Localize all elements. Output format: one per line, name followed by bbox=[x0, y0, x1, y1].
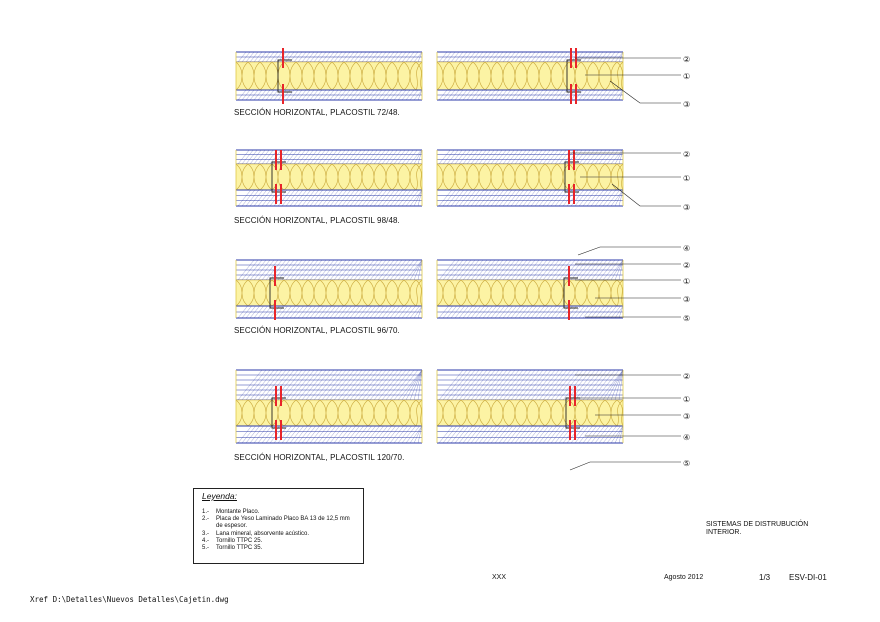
insulation-pattern bbox=[436, 279, 624, 307]
callout-number: ④ bbox=[683, 433, 690, 442]
section-caption-3: SECCIÓN HORIZONTAL, PLACOSTIL 96/70. bbox=[234, 326, 400, 335]
insulation-pattern bbox=[235, 279, 423, 307]
callout-leader bbox=[569, 461, 681, 471]
board-hatch bbox=[438, 425, 624, 444]
section-caption-1: SECCIÓN HORIZONTAL, PLACOSTIL 72/48. bbox=[234, 108, 400, 117]
callout-number: ⑤ bbox=[683, 459, 690, 468]
board-hatch bbox=[438, 305, 624, 319]
board-hatch bbox=[237, 259, 423, 281]
legend-item-number: 4.- bbox=[202, 537, 210, 544]
title-block-date: Agosto 2012 bbox=[664, 574, 704, 581]
board-hatch bbox=[438, 89, 624, 101]
stud-profile bbox=[566, 59, 581, 93]
stud-profile bbox=[271, 161, 286, 193]
legend-item-number: 2.- bbox=[202, 516, 210, 523]
section-caption-2: SECCIÓN HORIZONTAL, PLACOSTIL 98/48. bbox=[234, 216, 400, 225]
title-block-code: XXX bbox=[492, 574, 507, 581]
callout-leader bbox=[611, 183, 681, 207]
callout-leader bbox=[609, 80, 681, 104]
callout-number: ② bbox=[683, 55, 690, 64]
section-caption-4: SECCIÓN HORIZONTAL, PLACOSTIL 120/70. bbox=[234, 453, 405, 462]
insulation-fill bbox=[236, 280, 422, 306]
insulation-pattern bbox=[235, 399, 423, 427]
title-block-system: SISTEMAS DE DISTRUBUCIÓN INTERIOR. bbox=[706, 521, 809, 536]
callout-number: ③ bbox=[683, 100, 690, 109]
board-hatch bbox=[237, 189, 423, 207]
insulation-pattern bbox=[235, 163, 423, 191]
board-hatch bbox=[438, 189, 624, 207]
stud-profile bbox=[564, 161, 579, 193]
stud-profile bbox=[277, 59, 292, 93]
callout-number: ① bbox=[683, 72, 690, 81]
legend-item: 3.- Lana mineral, absorvente acústico. bbox=[202, 531, 356, 538]
legend-item: 1.- Montante Placo. bbox=[202, 509, 356, 516]
callout-number: ② bbox=[683, 150, 690, 159]
stud-profile bbox=[269, 277, 284, 309]
insulation-fill bbox=[236, 62, 422, 90]
legend-item-text: Montante Placo. bbox=[216, 509, 260, 515]
xref-path: Xref D:\Detalles\Nuevos Detalles\Cajetin… bbox=[30, 595, 229, 604]
board-hatch bbox=[237, 149, 423, 165]
legend-item-text: Lana mineral, absorvente acústico. bbox=[216, 530, 310, 537]
legend-box: Leyenda: 1.- Montante Placo. 2.- Placa d… bbox=[193, 488, 364, 564]
insulation-fill bbox=[437, 280, 623, 306]
legend-list: 1.- Montante Placo. 2.- Placa de Yeso La… bbox=[202, 509, 356, 552]
board-hatch bbox=[237, 305, 423, 319]
legend-item: 2.- Placa de Yeso Laminado Placo BA 13 d… bbox=[202, 516, 356, 530]
title-block-drawing-id: ESV-DI-01 bbox=[789, 573, 827, 582]
legend-item-text: Tornillo TTPC 25. bbox=[216, 537, 263, 544]
legend-item-number: 1.- bbox=[202, 509, 210, 515]
insulation-fill bbox=[236, 400, 422, 426]
insulation-pattern bbox=[436, 399, 624, 427]
stud-profile bbox=[271, 397, 286, 429]
legend-title: Leyenda: bbox=[202, 491, 237, 501]
stud-profile bbox=[563, 277, 578, 309]
callout-number: ③ bbox=[683, 295, 690, 304]
callout-number: ③ bbox=[683, 412, 690, 421]
legend-item: 4.- Tornillo TTPC 25. bbox=[202, 538, 356, 545]
legend-item: 5.- Tornillo TTPC 35. bbox=[202, 545, 356, 552]
wall-sections bbox=[235, 48, 624, 444]
callouts: ② ① ③ ② ① ③ ④ ② ① ③ ⑤ ② ① ③ ④ ⑤ bbox=[569, 55, 690, 471]
insulation-fill bbox=[437, 62, 623, 90]
legend-item-number: 3.- bbox=[202, 530, 210, 537]
legend-item-text: Tornillo TTPC 35. bbox=[216, 545, 263, 552]
callout-number: ① bbox=[683, 277, 690, 286]
board-hatch bbox=[237, 425, 423, 444]
callout-number: ③ bbox=[683, 203, 690, 212]
legend-item-text: Placa de Yeso Laminado Placo BA 13 de 12… bbox=[216, 516, 350, 530]
board-hatch bbox=[237, 369, 423, 401]
board-hatch bbox=[438, 149, 624, 165]
callout-number: ① bbox=[683, 395, 690, 404]
callout-number: ② bbox=[683, 261, 690, 270]
board-hatch bbox=[438, 369, 624, 401]
board-hatch bbox=[438, 259, 624, 281]
insulation-fill bbox=[236, 164, 422, 190]
legend-item-number: 5.- bbox=[202, 545, 210, 552]
callout-number: ② bbox=[683, 372, 690, 381]
callout-number: ⑤ bbox=[683, 314, 690, 323]
callout-leader bbox=[577, 246, 681, 256]
board-hatch bbox=[438, 51, 624, 63]
callout-number: ④ bbox=[683, 244, 690, 253]
title-block-sheet: 1/3 bbox=[759, 573, 771, 582]
callout-number: ① bbox=[683, 174, 690, 183]
insulation-fill bbox=[437, 400, 623, 426]
insulation-pattern bbox=[436, 61, 624, 91]
